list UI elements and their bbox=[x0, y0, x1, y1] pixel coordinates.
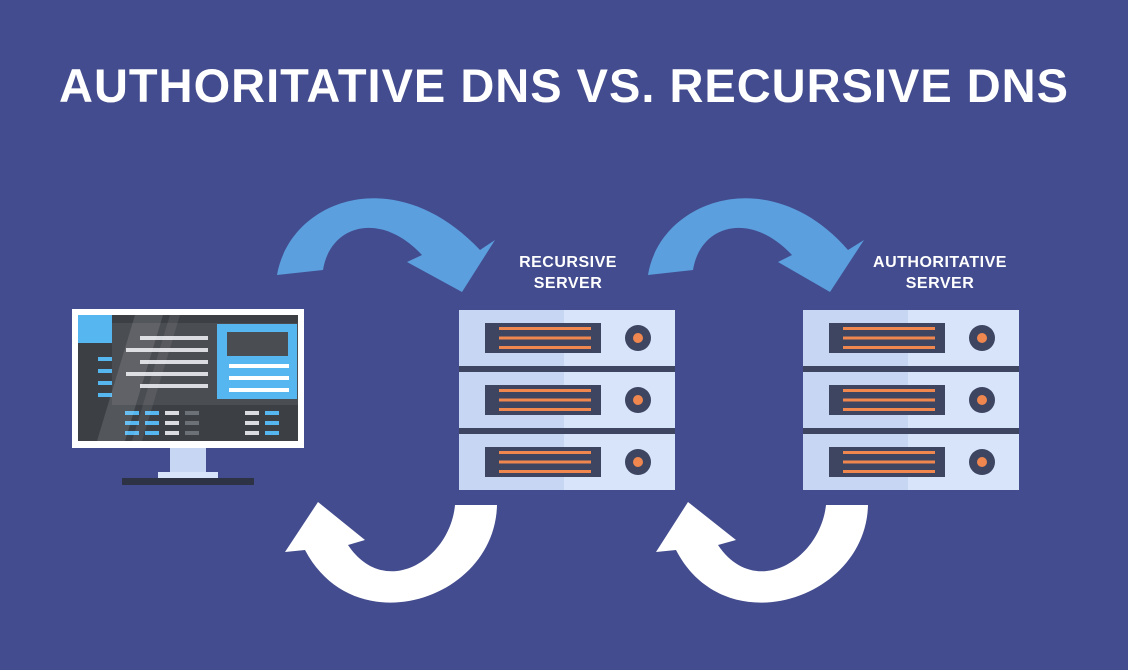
recursive-server-unit-2 bbox=[459, 372, 675, 428]
recursive-server-icon bbox=[459, 310, 675, 490]
request-arrow-icon-2 bbox=[648, 198, 864, 292]
recursive-server-label: RECURSIVE SERVER bbox=[488, 252, 648, 294]
recursive-server-label-line1: RECURSIVE bbox=[519, 254, 617, 271]
request-arrow-icon-1 bbox=[277, 198, 495, 292]
authoritative-server-label-line1: AUTHORITATIVE bbox=[873, 254, 1007, 271]
recursive-server-unit-1 bbox=[459, 310, 675, 366]
authoritative-server-unit-1 bbox=[803, 310, 1019, 366]
authoritative-server-label-line2: SERVER bbox=[905, 275, 975, 292]
recursive-server-unit-3 bbox=[459, 434, 675, 490]
recursive-server-label-line2: SERVER bbox=[533, 275, 603, 292]
authoritative-server-unit-2 bbox=[803, 372, 1019, 428]
authoritative-server-label: AUTHORITATIVE SERVER bbox=[855, 252, 1025, 294]
page-title: AUTHORITATIVE DNS VS. RECURSIVE DNS bbox=[59, 59, 1069, 112]
authoritative-server-icon bbox=[803, 310, 1019, 490]
computer-monitor-icon bbox=[72, 309, 304, 485]
response-arrow-icon-2 bbox=[656, 502, 868, 603]
authoritative-server-unit-3 bbox=[803, 434, 1019, 490]
response-arrow-icon-1 bbox=[285, 502, 497, 603]
